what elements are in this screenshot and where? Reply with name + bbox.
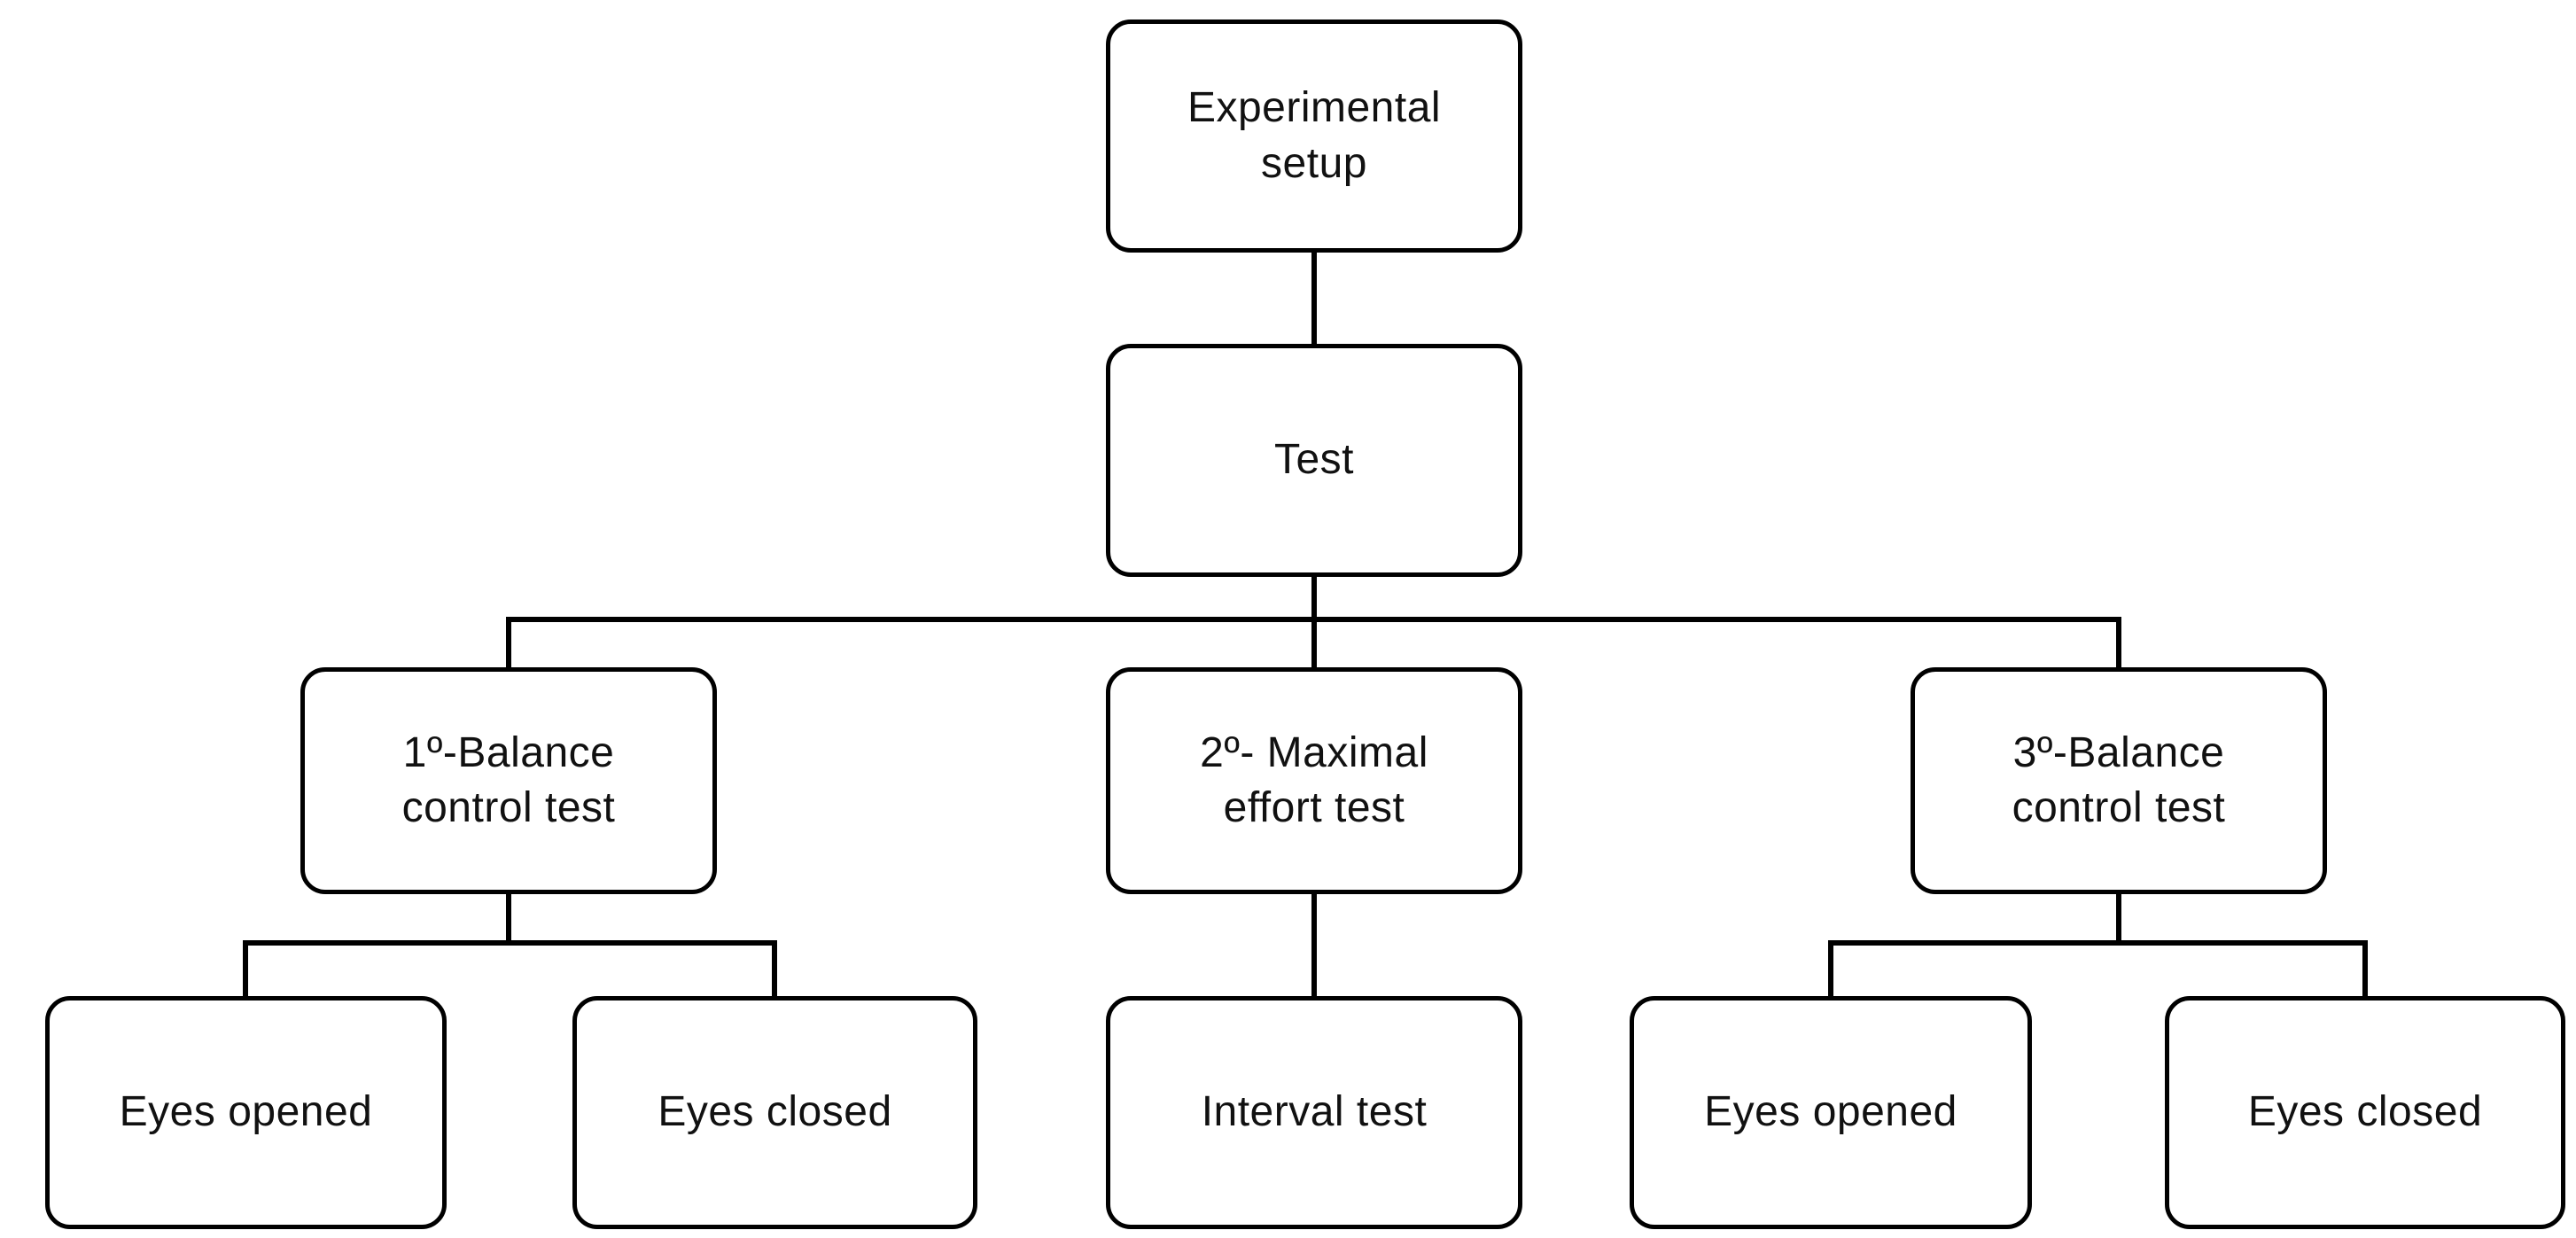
connector-right-branch-line (1828, 940, 2368, 946)
node-balance-control-test-3-label: 3º-Balance control test (2012, 728, 2226, 831)
connector-eyes-closed-left-stub (772, 940, 777, 999)
connector-branch3-stem (2116, 892, 2121, 946)
connector-branch1-stem (506, 892, 511, 946)
node-test: Test (1106, 344, 1522, 577)
node-eyes-closed-right: Eyes closed (2165, 996, 2565, 1229)
connector-branch1-stub (506, 617, 511, 670)
node-experimental-setup: Experimental setup (1106, 19, 1522, 253)
connector-root-test (1311, 251, 1317, 346)
node-balance-control-test-1-label: 1º-Balance control test (401, 728, 616, 831)
connector-branch3-stub (2116, 617, 2121, 670)
node-experimental-setup-label: Experimental setup (1187, 84, 1442, 187)
node-eyes-closed-left: Eyes closed (572, 996, 977, 1229)
node-eyes-opened-right: Eyes opened (1630, 996, 2032, 1229)
connector-eyes-opened-right-stub (1828, 940, 1833, 999)
node-balance-control-test-1: 1º-Balance control test (300, 667, 717, 894)
connector-eyes-closed-right-stub (2362, 940, 2368, 999)
connector-left-branch-line (243, 940, 777, 946)
node-maximal-effort-test: 2º- Maximal effort test (1106, 667, 1522, 894)
node-interval-test: Interval test (1106, 996, 1522, 1229)
node-maximal-effort-test-label: 2º- Maximal effort test (1200, 728, 1428, 831)
connector-test-stem (1311, 575, 1317, 669)
connector-branch2-stem (1311, 892, 1317, 999)
node-eyes-closed-left-label: Eyes closed (658, 1088, 892, 1136)
node-interval-test-label: Interval test (1201, 1088, 1428, 1136)
connector-eyes-opened-left-stub (243, 940, 248, 999)
node-eyes-closed-right-label: Eyes closed (2247, 1088, 2483, 1136)
connector-main-branch-line (506, 617, 2121, 622)
node-eyes-opened-left-label: Eyes opened (119, 1088, 373, 1136)
node-eyes-opened-left: Eyes opened (45, 996, 447, 1229)
node-test-label: Test (1273, 436, 1355, 484)
node-eyes-opened-right-label: Eyes opened (1704, 1088, 1957, 1136)
node-balance-control-test-3: 3º-Balance control test (1911, 667, 2327, 894)
